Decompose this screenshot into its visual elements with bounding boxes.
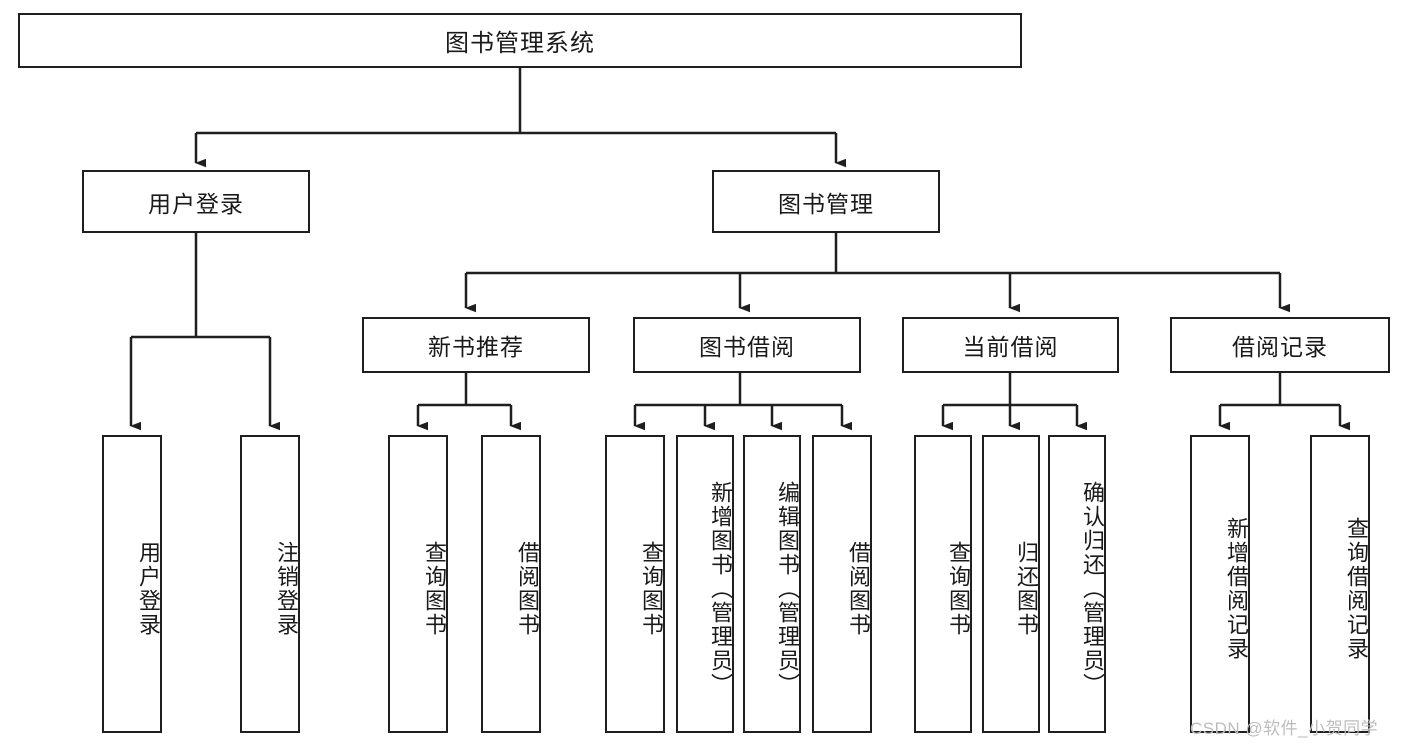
csdn-watermark: CSDN @软件_小贺同学	[1190, 719, 1379, 738]
leaf-user-login-login[interactable]: 用户登录	[102, 435, 162, 733]
leaf-borrow-record-add[interactable]: 新增借阅记录	[1190, 435, 1250, 733]
node-label: 注销登录	[274, 541, 299, 637]
node-root-system[interactable]: 图书管理系统	[18, 13, 1022, 68]
leaf-borrow-record-query[interactable]: 查询借阅记录	[1310, 435, 1370, 733]
node-label: 新增图书（管理员）	[708, 481, 733, 697]
node-book-borrow[interactable]: 图书借阅	[633, 317, 861, 373]
node-label: 查询图书	[639, 541, 664, 637]
node-label: 查询图书	[422, 541, 447, 637]
node-book-management[interactable]: 图书管理	[712, 170, 940, 233]
leaf-new-book-borrow[interactable]: 借阅图书	[481, 435, 541, 733]
node-label: 当前借阅	[962, 334, 1059, 360]
node-label: 查询图书	[946, 541, 971, 637]
node-current-borrow[interactable]: 当前借阅	[902, 317, 1119, 373]
leaf-current-borrow-confirm[interactable]: 确认归还（管理员）	[1048, 435, 1106, 733]
node-label: 确认归还（管理员）	[1080, 481, 1105, 697]
node-user-login[interactable]: 用户登录	[82, 170, 310, 233]
leaf-new-book-query[interactable]: 查询图书	[388, 435, 448, 733]
node-label: 用户登录	[136, 541, 161, 637]
node-label: 用户登录	[148, 190, 244, 217]
leaf-book-borrow-query[interactable]: 查询图书	[605, 435, 665, 733]
node-label: 归还图书	[1014, 541, 1039, 637]
node-label: 图书管理	[778, 190, 874, 217]
node-label: 编辑图书（管理员）	[775, 481, 800, 697]
node-label: 查询借阅记录	[1344, 517, 1369, 661]
leaf-user-login-logout[interactable]: 注销登录	[240, 435, 300, 733]
node-label: 图书管理系统	[445, 30, 595, 57]
leaf-current-borrow-query[interactable]: 查询图书	[914, 435, 972, 733]
leaf-current-borrow-return[interactable]: 归还图书	[982, 435, 1040, 733]
node-label: 新书推荐	[428, 334, 524, 360]
leaf-book-borrow-edit[interactable]: 编辑图书（管理员）	[743, 435, 801, 733]
node-borrow-record[interactable]: 借阅记录	[1170, 317, 1390, 373]
node-label: 借阅图书	[515, 541, 540, 637]
leaf-book-borrow-borrow[interactable]: 借阅图书	[812, 435, 872, 733]
leaf-book-borrow-add[interactable]: 新增图书（管理员）	[676, 435, 734, 733]
node-label: 借阅记录	[1232, 334, 1328, 360]
node-label: 图书借阅	[699, 334, 795, 360]
node-label: 新增借阅记录	[1224, 517, 1249, 661]
node-label: 借阅图书	[846, 541, 871, 637]
node-new-book-recommend[interactable]: 新书推荐	[362, 317, 590, 373]
